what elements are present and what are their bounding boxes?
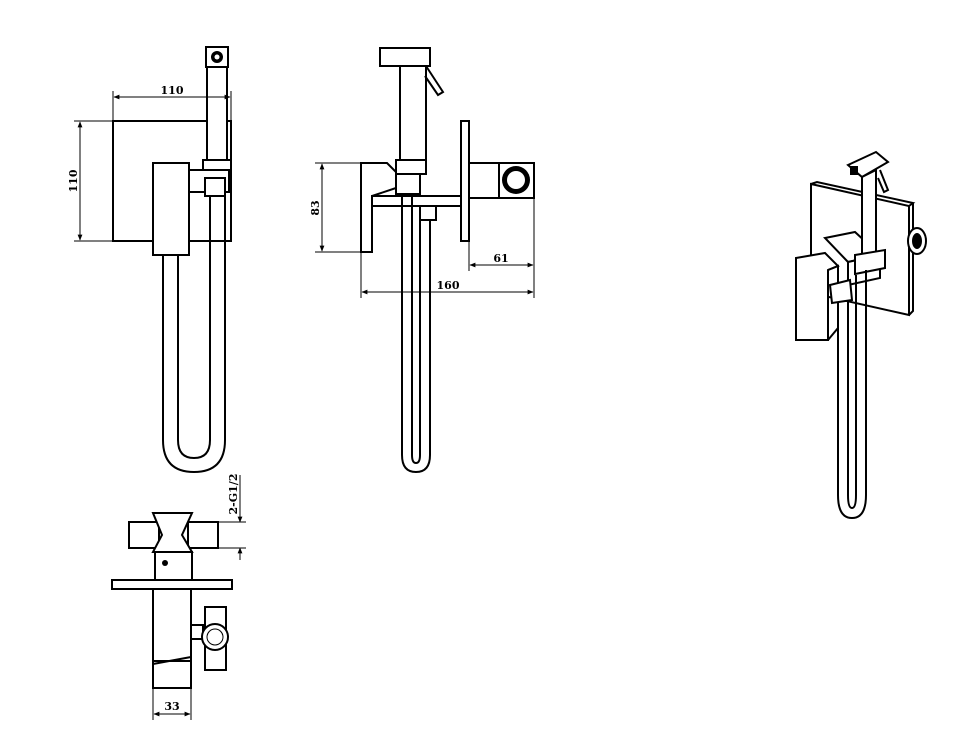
top-inlet-right <box>187 521 219 549</box>
top-wall-plate <box>111 579 233 590</box>
isometric-view <box>795 150 927 520</box>
top-outlet-ring <box>201 623 229 651</box>
side-hose-inner <box>177 196 211 460</box>
dim-front-length: 160 <box>437 279 460 292</box>
dim-front-offset: 61 <box>493 252 508 265</box>
dim-side-height: 110 <box>67 169 80 192</box>
front-holder-ring <box>395 159 427 175</box>
front-hose-inner <box>411 194 421 465</box>
front-sprayer-head <box>379 47 431 67</box>
front-small-nut <box>419 205 437 221</box>
iso-hose-nut <box>828 278 854 305</box>
top-marker-dot <box>162 560 168 566</box>
side-holder-ring <box>202 159 232 171</box>
front-view: 83 61 160 <box>309 47 535 474</box>
side-view: 110 110 <box>67 46 232 474</box>
top-inlet-left <box>128 521 160 549</box>
front-nut <box>395 173 421 195</box>
dim-top-thread: 2-G1/2 <box>227 474 240 515</box>
iso-holder <box>854 248 886 276</box>
top-lever <box>152 660 192 689</box>
top-view: 2-G1/2 33 <box>111 474 246 720</box>
iso-hose-outer <box>837 270 867 520</box>
iso-hose-inner <box>847 275 857 510</box>
front-lever <box>360 162 397 253</box>
front-sprayer-handle <box>399 65 427 163</box>
side-sprayer-handle <box>206 66 228 168</box>
front-wall-plate <box>460 120 470 242</box>
iso-sprayer-handle <box>861 168 877 264</box>
front-body <box>371 195 463 207</box>
top-stem <box>154 551 193 581</box>
top-mixer-body <box>152 588 192 662</box>
front-trigger-lever <box>424 65 445 97</box>
dim-front-height: 83 <box>309 200 322 215</box>
dim-side-width: 110 <box>161 84 184 97</box>
side-mixer-body <box>152 162 190 256</box>
dim-top-width: 33 <box>164 700 179 713</box>
side-nut <box>204 177 226 197</box>
side-hose-outer <box>162 196 226 474</box>
front-hose-outer <box>401 194 431 474</box>
